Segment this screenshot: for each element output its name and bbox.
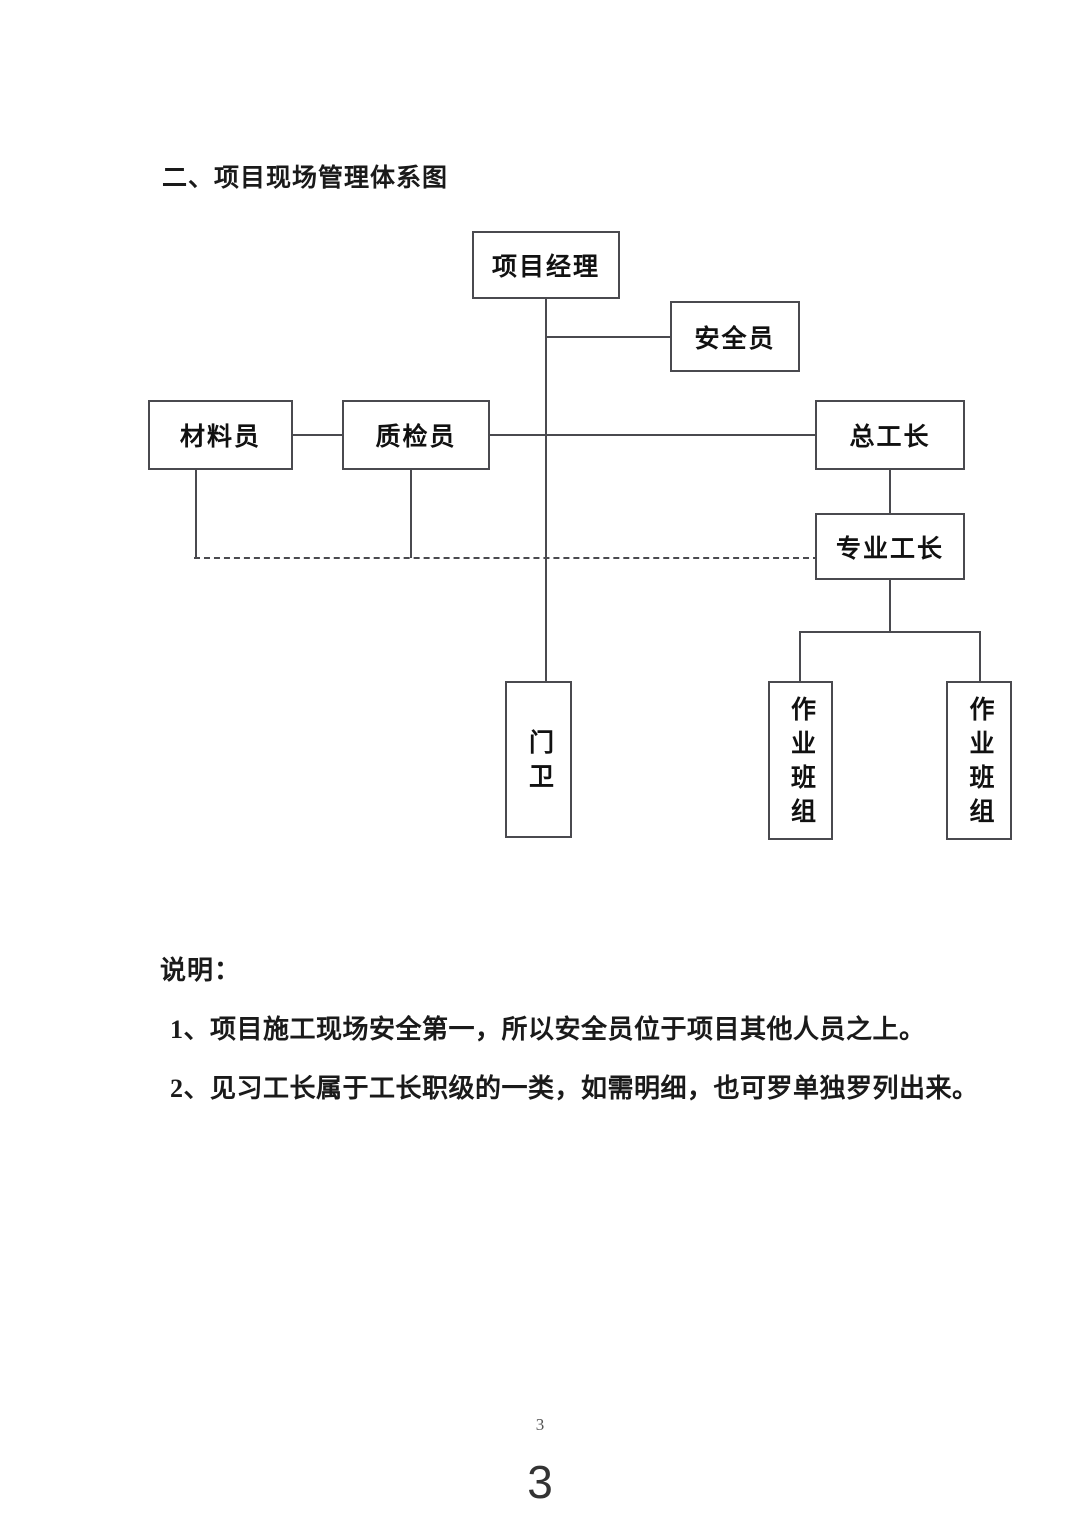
node-quality-inspector[interactable]: 质检员 [342,400,490,470]
node-work-team-left[interactable]: 作业班组 [768,681,833,840]
connector-quality-to-chief [488,434,817,436]
connector-workteam-left-drop [799,631,801,682]
node-project-manager[interactable]: 项目经理 [472,231,620,299]
page-number-large: 3 [527,1456,553,1508]
divider-dashdot-line [194,557,819,559]
connector-material-drop [195,470,197,558]
node-safety-officer[interactable]: 安全员 [670,301,800,372]
connector-manager-spine [545,299,547,681]
connector-chief-to-specialist [889,470,891,514]
notes-label: 说明： [160,956,242,985]
org-chart: 项目经理 安全员 材料员 质检员 总工长 专业工长 门卫 作业班组 作业班组 [148,231,1012,840]
node-specialist-foreman[interactable]: 专业工长 [815,513,965,580]
node-chief-foreman[interactable]: 总工长 [815,400,965,470]
connector-workteam-right-drop [979,631,981,682]
node-gatekeeper[interactable]: 门卫 [505,681,572,838]
note-item-1: 1、项目施工现场安全第一，所以安全员位于项目其他人员之上。 [170,1015,926,1045]
node-work-team-right[interactable]: 作业班组 [946,681,1012,840]
page-title: 二、项目现场管理体系图 [162,165,449,192]
node-material-clerk[interactable]: 材料员 [148,400,293,470]
connector-quality-drop [410,470,412,558]
note-item-2: 2、见习工长属于工长职级的一类，如需明细，也可罗单独罗列出来。 [170,1074,979,1104]
connector-material-to-quality [291,434,344,436]
connector-specialist-drop [889,580,891,632]
connector-manager-to-safety [545,336,672,338]
notes-section: 说明： 1、项目施工现场安全第一，所以安全员位于项目其他人员之上。 2、见习工长… [160,955,1020,1105]
connector-workteam-bus [799,631,981,633]
page-number-small: 3 [535,1415,545,1434]
